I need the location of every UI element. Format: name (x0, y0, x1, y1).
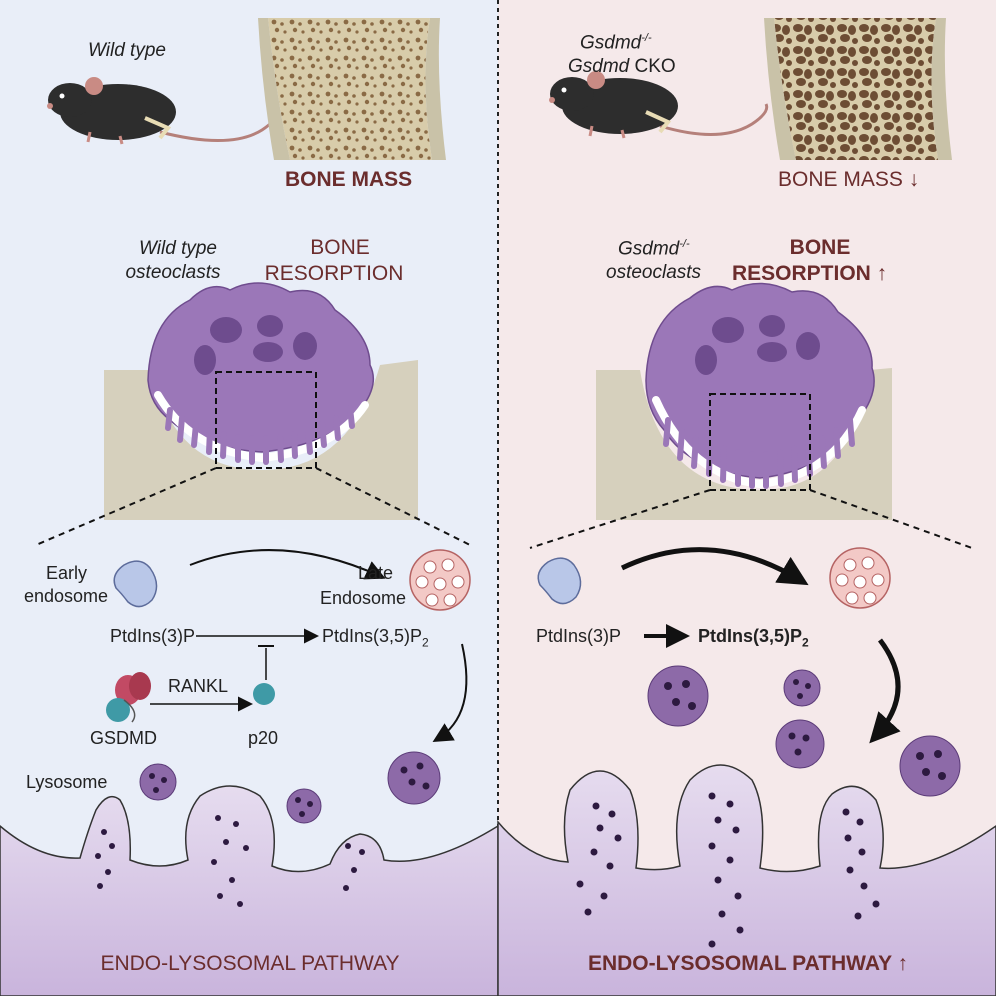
resorption-label-right-1: BONE (789, 236, 851, 259)
osteoclast-label-left-2: osteoclasts (125, 262, 221, 283)
lysosome-right-4 (899, 735, 961, 797)
pathway-label-left: ENDO-LYSOSOMAL PATHWAY (100, 952, 400, 975)
bone-mass-label-left: BONE MASS (285, 168, 413, 191)
lysosome-label: Lysosome (26, 772, 108, 792)
bone-section-reduced (774, 18, 938, 160)
secreted-vesicles-left (95, 815, 365, 907)
osteoclast-label-left-1: Wild type (139, 238, 217, 259)
mouse-label-ko-2: Gsdmd CKO (568, 56, 676, 77)
zoom-box-right (709, 393, 811, 491)
lysosome-left-2 (286, 788, 322, 824)
arrow-late-to-lysosome-right (869, 638, 901, 744)
early-endosome-label-1: Early (46, 563, 88, 583)
resorption-label-right-2: RESORPTION ↑ (732, 262, 888, 285)
late-endosome-right (829, 547, 891, 609)
late-endosome-label-1: Late (358, 563, 394, 583)
bone-matrix-right (596, 368, 892, 520)
bone-mass-label-right: BONE MASS ↓ (778, 168, 920, 191)
lysosome-left-1 (139, 763, 177, 801)
osteoclast-label-right-2: osteoclasts (606, 262, 702, 283)
p20-label: p20 (248, 728, 279, 748)
arrow-early-to-late-left (189, 549, 386, 580)
early-endosome-left (113, 560, 158, 608)
gsdmd-label: GSDMD (90, 728, 157, 748)
mouse-label-ko-1: Gsdmd-/- (580, 32, 652, 54)
mouse-label-wildtype: Wild type (88, 40, 166, 61)
lysosome-right-1 (647, 665, 709, 727)
resorption-label-left-1: BONE (310, 236, 370, 259)
early-endosome-label-2: endosome (24, 586, 109, 606)
gsdmd-protein-icon (106, 672, 151, 723)
rankl-label: RANKL (168, 676, 229, 696)
plasma-membrane-left (0, 785, 499, 996)
ruffled-border-left (165, 405, 355, 465)
early-endosome-right (537, 557, 582, 605)
ptdins35p2-label-right: PtdIns(3,5)P2 (698, 626, 809, 650)
ptdins35p2-label-left: PtdIns(3,5)P2 (322, 626, 429, 650)
late-endosome-label-2: Endosome (320, 588, 407, 608)
p20-icon (253, 683, 275, 705)
osteoclast-label-right-1: Gsdmd-/- (618, 238, 690, 260)
pathway-label-right: ENDO-LYSOSOMAL PATHWAY ↑ (587, 952, 909, 975)
secreted-vesicles-right (576, 792, 880, 948)
lysosome-right-3 (775, 719, 825, 769)
ptdins3p-label-right: PtdIns(3)P (536, 626, 622, 646)
mouse-icon-ko (549, 71, 769, 139)
zoom-box-left (215, 371, 317, 469)
late-endosome-left (409, 549, 471, 611)
ptdins3p-label-left: PtdIns(3)P (110, 626, 196, 646)
bone-section-normal (268, 18, 432, 160)
lysosome-left-3 (387, 751, 441, 805)
ruffled-border-right (663, 417, 855, 489)
arrow-early-to-late-right (620, 547, 809, 586)
plasma-membrane-right (497, 764, 996, 996)
arrow-late-to-lysosome-left (432, 643, 468, 743)
resorption-label-left-2: RESORPTION (264, 262, 404, 285)
mouse-icon (47, 77, 278, 145)
lysosome-right-2 (783, 669, 821, 707)
